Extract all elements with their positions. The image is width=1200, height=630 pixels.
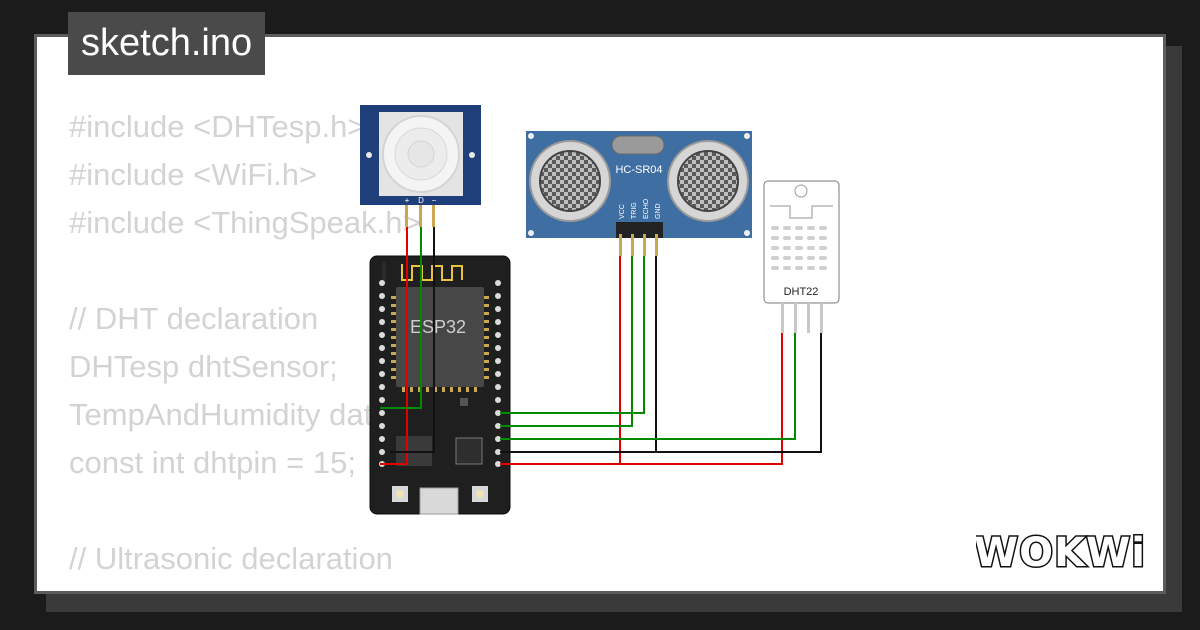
- esp32-board[interactable]: ESP32: [369, 255, 511, 515]
- code-background: #include <DHTesp.h> #include <WiFi.h> #i…: [69, 103, 421, 583]
- usb-chip: [455, 437, 483, 465]
- wire-us-trig: [500, 256, 633, 427]
- pir-sensor[interactable]: + D −: [360, 105, 481, 227]
- code-line: #include <ThingSpeak.h>: [69, 205, 421, 240]
- wire-dht-vcc: [620, 333, 783, 465]
- usb-port: [419, 487, 459, 515]
- wire-us-echo: [500, 256, 645, 414]
- code-line: #include <DHTesp.h>: [69, 109, 366, 144]
- ultrasonic-sensor[interactable]: HC-SR04 VCC TRIG ECHO GND: [526, 131, 752, 256]
- code-line: // Ultrasonic declaration: [69, 541, 393, 576]
- ultrasonic-pin-label: TRIG: [631, 202, 638, 219]
- ultrasonic-label: HC-SR04: [615, 164, 662, 176]
- dht22-label: DHT22: [784, 286, 819, 298]
- esp32-label: ESP32: [410, 317, 466, 337]
- wire-pir-data: [380, 227, 422, 409]
- esp32-module: [396, 287, 484, 387]
- preview-card: #include <DHTesp.h> #include <WiFi.h> #i…: [34, 34, 1166, 594]
- pir-pin-label: D: [418, 196, 424, 205]
- dht22-sensor[interactable]: DHT22: [763, 180, 840, 333]
- pir-pin-label: +: [405, 196, 410, 205]
- wire-us-vcc: [500, 256, 621, 465]
- wokwi-logo-text: WOKWi: [976, 530, 1144, 576]
- code-line: // DHT declaration: [69, 301, 319, 336]
- ultrasonic-pin-label: ECHO: [643, 198, 650, 219]
- code-line: #include <WiFi.h>: [69, 157, 318, 192]
- wokwi-logo: WOKWi: [976, 529, 1144, 577]
- code-line: const int dhtpin = 15;: [69, 445, 356, 480]
- antenna-trace: [401, 264, 463, 281]
- ultrasonic-pin-label: GND: [655, 203, 662, 219]
- wire-pir-vcc: [380, 227, 408, 465]
- pir-pin-label: −: [432, 196, 437, 205]
- wires: [380, 227, 822, 465]
- wire-dht-gnd: [656, 333, 822, 453]
- wire-dht-data: [500, 333, 796, 440]
- ultrasonic-pin-label: VCC: [619, 204, 626, 219]
- code-line: DHTesp dhtSensor;: [69, 349, 338, 384]
- wire-pir-gnd: [390, 227, 435, 453]
- file-tab[interactable]: sketch.ino: [68, 12, 266, 75]
